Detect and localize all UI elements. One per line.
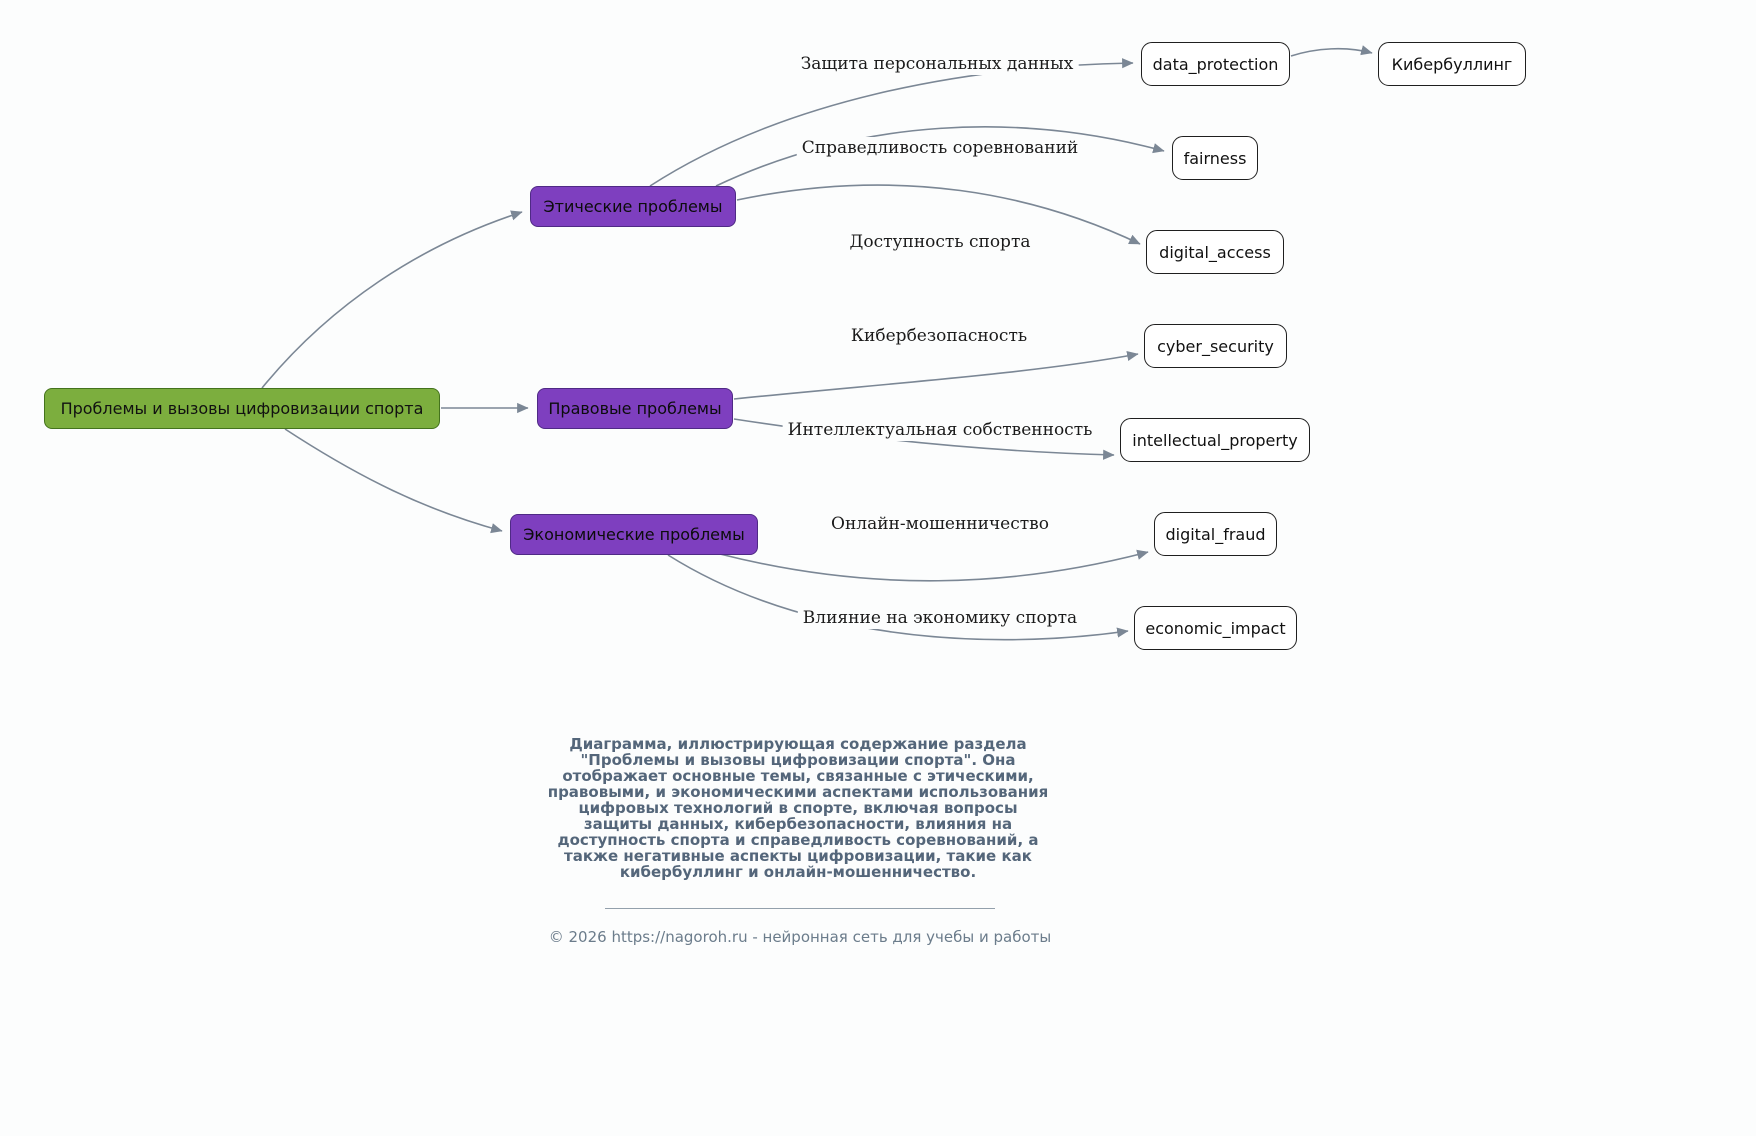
edge-root-to-economic [284, 428, 503, 534]
node-economic-impact: economic_impact [1134, 606, 1297, 650]
edge-economic-to-digital-fraud [719, 549, 1149, 582]
edge-economic-to-economic-impact [667, 554, 1129, 641]
edge-ethical-to-data-protection [649, 58, 1134, 187]
node-root: Проблемы и вызовы цифровизации спорта [44, 388, 440, 429]
edge-legal-to-cyber-security [733, 350, 1139, 400]
node-economic-problems: Экономические проблемы [510, 514, 758, 555]
edge-ethical-to-fairness [715, 126, 1165, 187]
edge-label-cyber-security: Кибербезопасность [845, 325, 1033, 347]
edge-label-digital-fraud: Онлайн-мошенничество [826, 513, 1054, 535]
node-data-protection: data_protection [1141, 42, 1290, 86]
edge-label-fairness: Справедливость соревнований [796, 137, 1084, 159]
edge-root-to-ethical [261, 210, 523, 389]
footer-credit: © 2026 https://nagoroh.ru - нейронная се… [548, 928, 1052, 946]
node-fairness: fairness [1172, 136, 1258, 180]
diagram-caption: Диаграмма, иллюстрирующая содержание раз… [547, 735, 1049, 881]
node-cyber-security: cyber_security [1144, 324, 1287, 368]
node-digital-fraud: digital_fraud [1154, 512, 1277, 556]
edge-label-digital-access: Доступность спорта [844, 231, 1036, 253]
edge-data-protection-to-cyberbullying [1290, 45, 1373, 57]
node-digital-access: digital_access [1146, 230, 1284, 274]
node-cyberbullying: Кибербуллинг [1378, 42, 1526, 86]
edge-ethical-to-digital-access [736, 184, 1141, 245]
node-intellectual-property: intellectual_property [1120, 418, 1310, 462]
edge-label-intellectual-property: Интеллектуальная собственность [782, 419, 1098, 441]
edge-label-data-protection: Защита персональных данных [795, 53, 1079, 75]
edge-label-economic-impact: Влияние на экономику спорта [797, 607, 1083, 629]
node-legal-problems: Правовые проблемы [537, 388, 733, 429]
node-ethical-problems: Этические проблемы [530, 186, 736, 227]
caption-divider [605, 908, 995, 909]
